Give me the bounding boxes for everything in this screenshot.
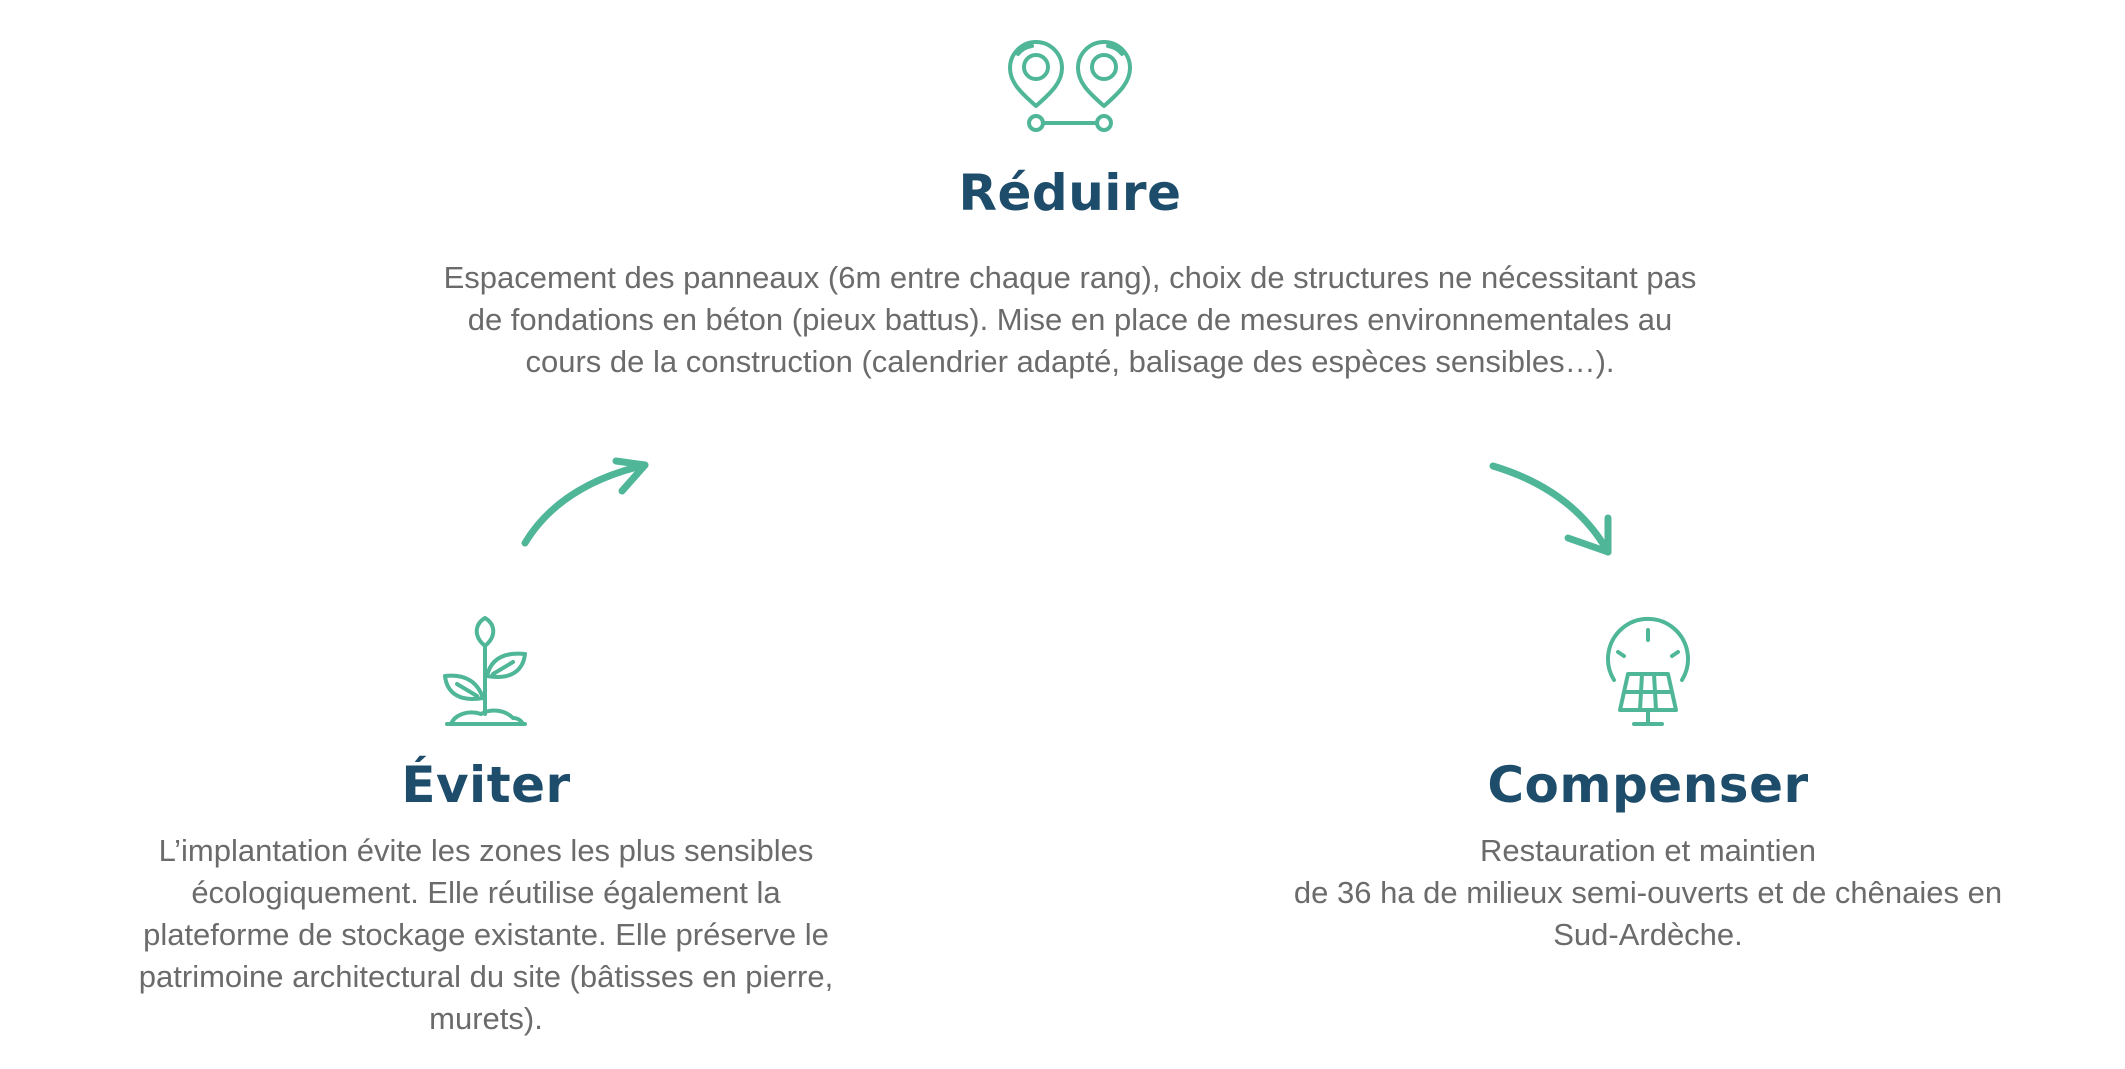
reduire-title: Réduire	[958, 164, 1182, 222]
eviter-text: L’implantation évite les zones les plus …	[138, 833, 834, 1036]
compenser-title: Compenser	[1487, 756, 1809, 814]
reduire-text: Espacement des panneaux (6m entre chaque…	[443, 260, 1697, 379]
arrow-up-right-icon	[521, 457, 649, 547]
solar-panel-icon	[1606, 617, 1690, 726]
plant-sprout-icon	[443, 616, 527, 726]
arrow-down-right-icon	[1489, 462, 1612, 556]
compenser-text: Restauration et maintien de 36 ha de mil…	[1293, 833, 2003, 952]
eviter-title: Éviter	[401, 756, 571, 814]
location-pins-icon	[1008, 40, 1132, 132]
